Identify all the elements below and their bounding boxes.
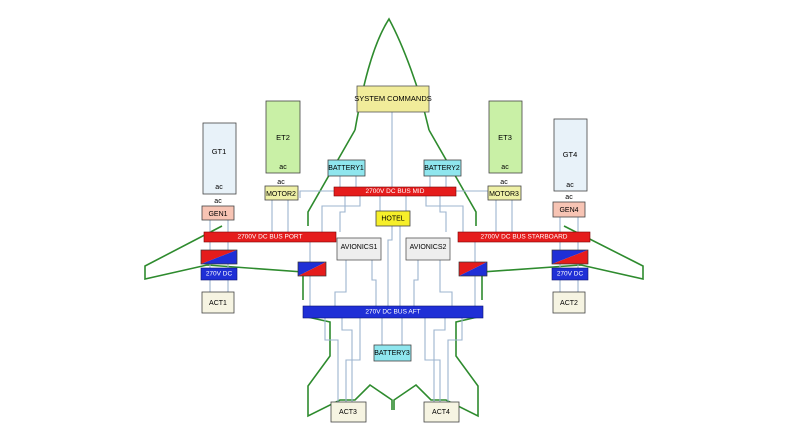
- bus-starboard: 2700V DC BUS STARBOARD: [457, 231, 591, 243]
- act4-block: ACT4: [423, 401, 460, 423]
- battery2-label: BATTERY2: [424, 165, 460, 172]
- converter-left: [200, 249, 238, 265]
- gen1-label: GEN1: [208, 211, 227, 218]
- converter-mid-left: [297, 261, 327, 277]
- avionics2-label: AVIONICS2: [410, 244, 447, 251]
- act1-block: ACT1: [201, 291, 235, 314]
- bus-starboard-label: 2700V DC BUS STARBOARD: [481, 234, 568, 241]
- bus-port-label: 2700V DC BUS PORT: [238, 234, 303, 241]
- aircraft-outline: [144, 17, 644, 418]
- gen1-block: ac GEN1: [201, 198, 235, 221]
- engine-gt1: GT1 ac: [202, 122, 237, 195]
- act3-block: ACT3: [330, 401, 367, 423]
- gen1-ac-symbol: ac: [214, 198, 222, 205]
- battery3-label: BATTERY3: [374, 350, 410, 357]
- fuselage-left-outline: [307, 129, 356, 226]
- fuselage-right-outline: [428, 129, 477, 226]
- engine-et3: ET3 ac: [488, 100, 523, 174]
- aft-fuselage-right-outline: [393, 315, 483, 418]
- motor3-ac-symbol: ac: [500, 179, 508, 186]
- bus-270v-dc-right: 270V DC: [551, 267, 589, 281]
- avionics2-block: AVIONICS2: [405, 237, 451, 261]
- motor2-ac-symbol: ac: [277, 179, 285, 186]
- avionics1-block: AVIONICS1: [336, 237, 382, 261]
- bus-aft: 270V DC BUS AFT: [302, 305, 484, 319]
- hotel-label: HOTEL: [381, 215, 404, 222]
- left-wing-outline: [144, 225, 304, 300]
- bus-port: 2700V DC BUS PORT: [203, 231, 337, 243]
- engine-et2: ET2 ac: [265, 100, 301, 174]
- act4-label: ACT4: [432, 409, 450, 416]
- act3-label: ACT3: [339, 409, 357, 416]
- et3-ac-symbol: ac: [501, 164, 509, 171]
- motor2-label: MOTOR2: [266, 191, 296, 198]
- act2-block: ACT2: [552, 291, 586, 314]
- gt1-label: GT1: [212, 147, 227, 156]
- gen4-ac-symbol: ac: [565, 194, 573, 201]
- bus-mid-label: 2700V DC BUS MID: [366, 188, 425, 195]
- hotel-block: HOTEL: [375, 210, 411, 227]
- right-wing-outline: [481, 225, 644, 300]
- aft-fuselage-left-outline: [302, 315, 393, 418]
- motor3-block: ac MOTOR3: [487, 179, 522, 201]
- gt4-ac-symbol: ac: [566, 182, 574, 189]
- bus-aft-label: 270V DC BUS AFT: [365, 309, 420, 316]
- battery1-block: BATTERY1: [327, 159, 366, 177]
- act2-label: ACT2: [560, 300, 578, 307]
- system-commands-label: SYSTEM COMMANDS: [354, 94, 432, 103]
- avionics1-label: AVIONICS1: [341, 244, 378, 251]
- et2-label: ET2: [276, 133, 290, 142]
- motor2-block: ac MOTOR2: [264, 179, 299, 201]
- system-commands-block: SYSTEM COMMANDS: [354, 85, 432, 113]
- act1-label: ACT1: [209, 300, 227, 307]
- converter-right: [551, 249, 589, 265]
- motor3-label: MOTOR3: [489, 191, 519, 198]
- engine-gt4: GT4 ac: [553, 118, 588, 192]
- converter-mid-right: [458, 261, 488, 277]
- gen4-block: ac GEN4: [552, 194, 586, 218]
- bus-mid: 2700V DC BUS MID: [333, 186, 457, 197]
- bus-270v-dc-right-label: 270V DC: [557, 271, 584, 278]
- gt4-label: GT4: [563, 150, 578, 159]
- bus-270v-dc-left: 270V DC: [200, 267, 238, 281]
- battery3-block: BATTERY3: [373, 344, 412, 362]
- et2-ac-symbol: ac: [279, 164, 287, 171]
- gt1-ac-symbol: ac: [215, 184, 223, 191]
- gen4-label: GEN4: [559, 207, 578, 214]
- et3-label: ET3: [498, 133, 512, 142]
- battery1-label: BATTERY1: [328, 165, 364, 172]
- battery2-block: BATTERY2: [423, 159, 462, 177]
- bus-270v-dc-left-label: 270V DC: [206, 271, 233, 278]
